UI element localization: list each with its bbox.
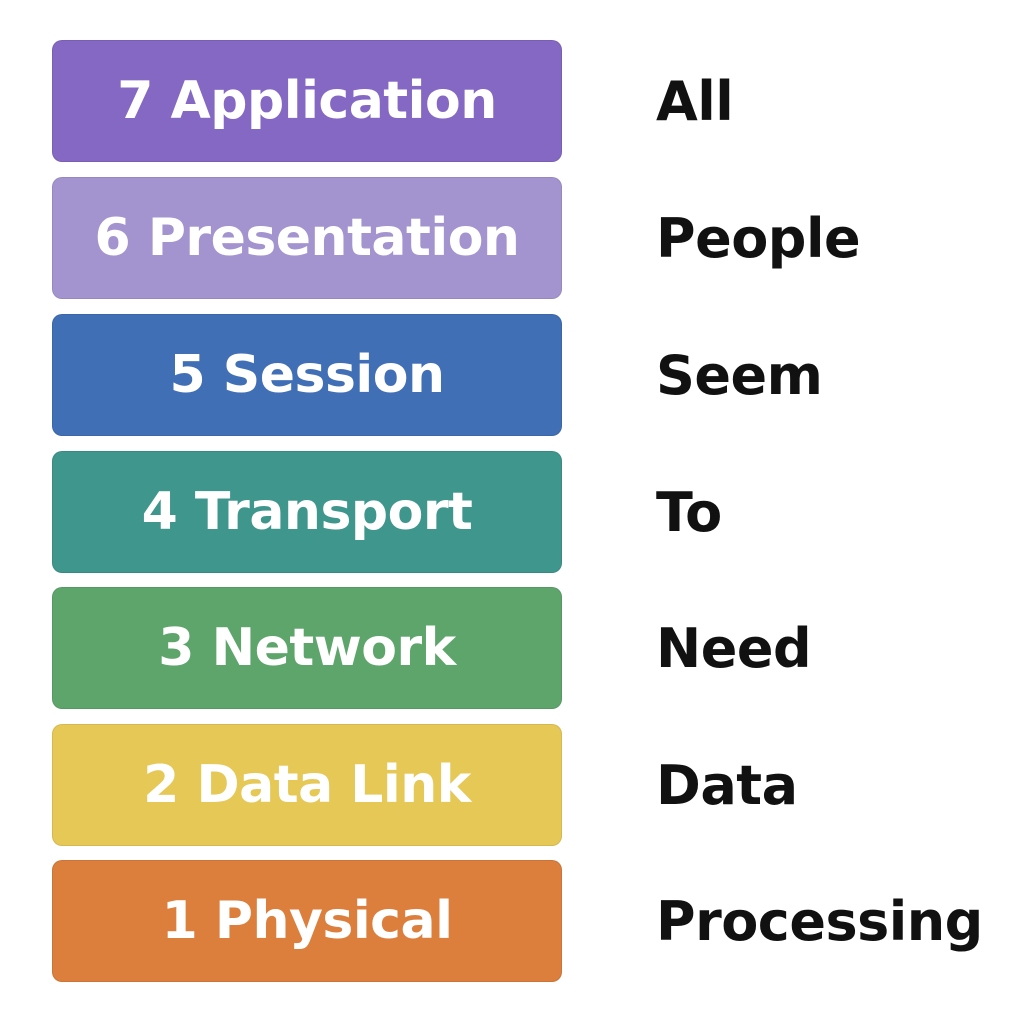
mnemonic-word-need: Need (656, 616, 812, 680)
layer-box-network: 3 Network (52, 587, 562, 709)
layer-box-presentation: 6 Presentation (52, 177, 562, 299)
mnemonic-word-to: To (656, 480, 722, 544)
layer-label-session: 5 Session (169, 345, 445, 405)
layer-box-session: 5 Session (52, 314, 562, 436)
layer-label-network: 3 Network (158, 618, 456, 678)
layer-row-session: 5 Session Seem (0, 314, 1024, 436)
layer-row-physical: 1 Physical Processing (0, 860, 1024, 982)
layer-row-data-link: 2 Data Link Data (0, 724, 1024, 846)
layer-row-presentation: 6 Presentation People (0, 177, 1024, 299)
layer-box-data-link: 2 Data Link (52, 724, 562, 846)
mnemonic-word-all: All (656, 69, 734, 133)
layer-box-physical: 1 Physical (52, 860, 562, 982)
layer-row-application: 7 Application All (0, 40, 1024, 162)
layer-box-transport: 4 Transport (52, 451, 562, 573)
layer-label-presentation: 6 Presentation (94, 208, 520, 268)
mnemonic-word-processing: Processing (656, 889, 983, 953)
layer-box-application: 7 Application (52, 40, 562, 162)
layer-row-network: 3 Network Need (0, 587, 1024, 709)
layer-row-transport: 4 Transport To (0, 451, 1024, 573)
layer-label-physical: 1 Physical (161, 891, 453, 951)
layer-label-application: 7 Application (117, 71, 497, 131)
mnemonic-word-seem: Seem (656, 343, 823, 407)
mnemonic-word-people: People (656, 206, 861, 270)
layer-label-data-link: 2 Data Link (143, 755, 471, 815)
mnemonic-word-data: Data (656, 753, 798, 817)
layer-label-transport: 4 Transport (141, 482, 473, 542)
